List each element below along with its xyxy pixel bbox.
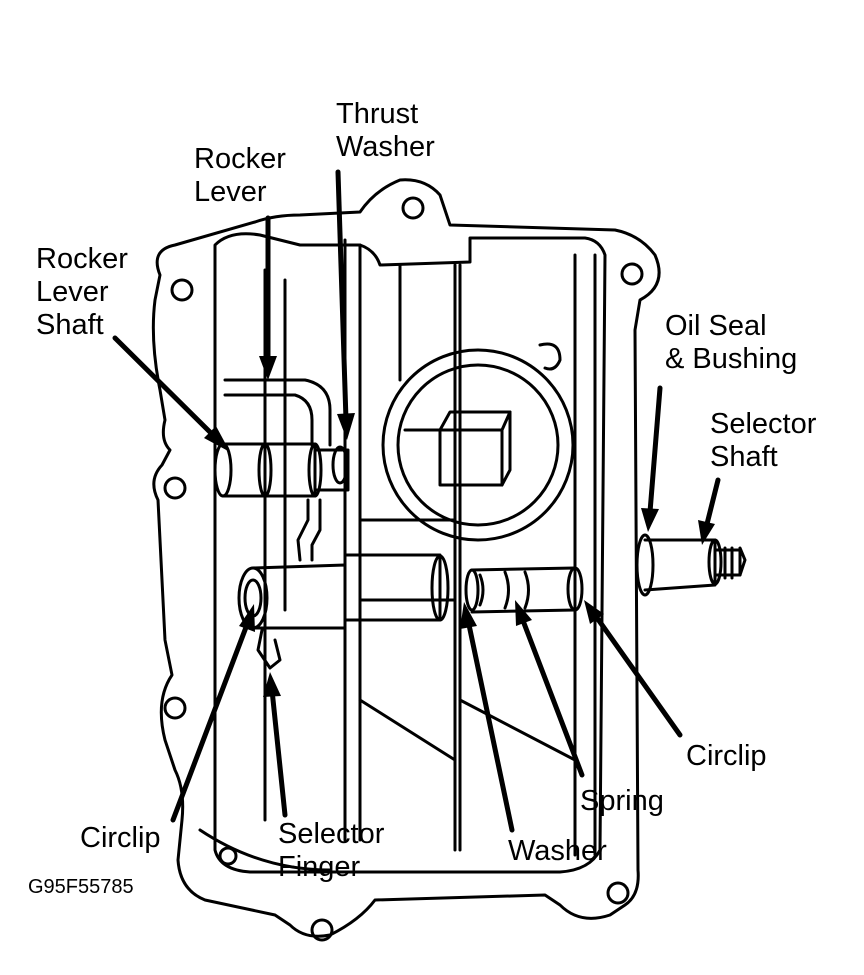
arrow-selector-finger: [263, 672, 288, 818]
arrow-oil-seal-bushing: [641, 385, 663, 532]
arrow-spring: [515, 600, 585, 778]
label-rocker-lever: Rocker Lever: [194, 143, 286, 208]
label-spring: Spring: [580, 785, 664, 817]
inner-cavity: [213, 232, 607, 874]
label-circlip-right: Circlip: [686, 740, 767, 772]
label-rocker-lever-shaft: Rocker Lever Shaft: [36, 243, 128, 341]
arrow-thrust-washer: [335, 169, 355, 440]
arrow-washer: [460, 602, 515, 833]
label-thrust-washer: Thrust Washer: [336, 98, 435, 163]
arrow-rocker-lever-shaft: [112, 335, 230, 452]
label-selector-shaft: Selector Shaft: [710, 408, 817, 473]
arrow-selector-shaft: [698, 477, 721, 545]
label-washer: Washer: [508, 835, 607, 867]
label-circlip-left: Circlip: [80, 822, 161, 854]
figure-code: G95F55785: [28, 876, 134, 898]
arrow-circlip-right: [584, 600, 683, 738]
arrow-rocker-lever: [259, 215, 277, 380]
label-oil-seal-bushing: Oil Seal & Bushing: [665, 310, 798, 375]
arrow-circlip-left: [170, 604, 255, 823]
housing-outline: [151, 178, 661, 938]
label-selector-finger: Selector Finger: [278, 818, 385, 883]
